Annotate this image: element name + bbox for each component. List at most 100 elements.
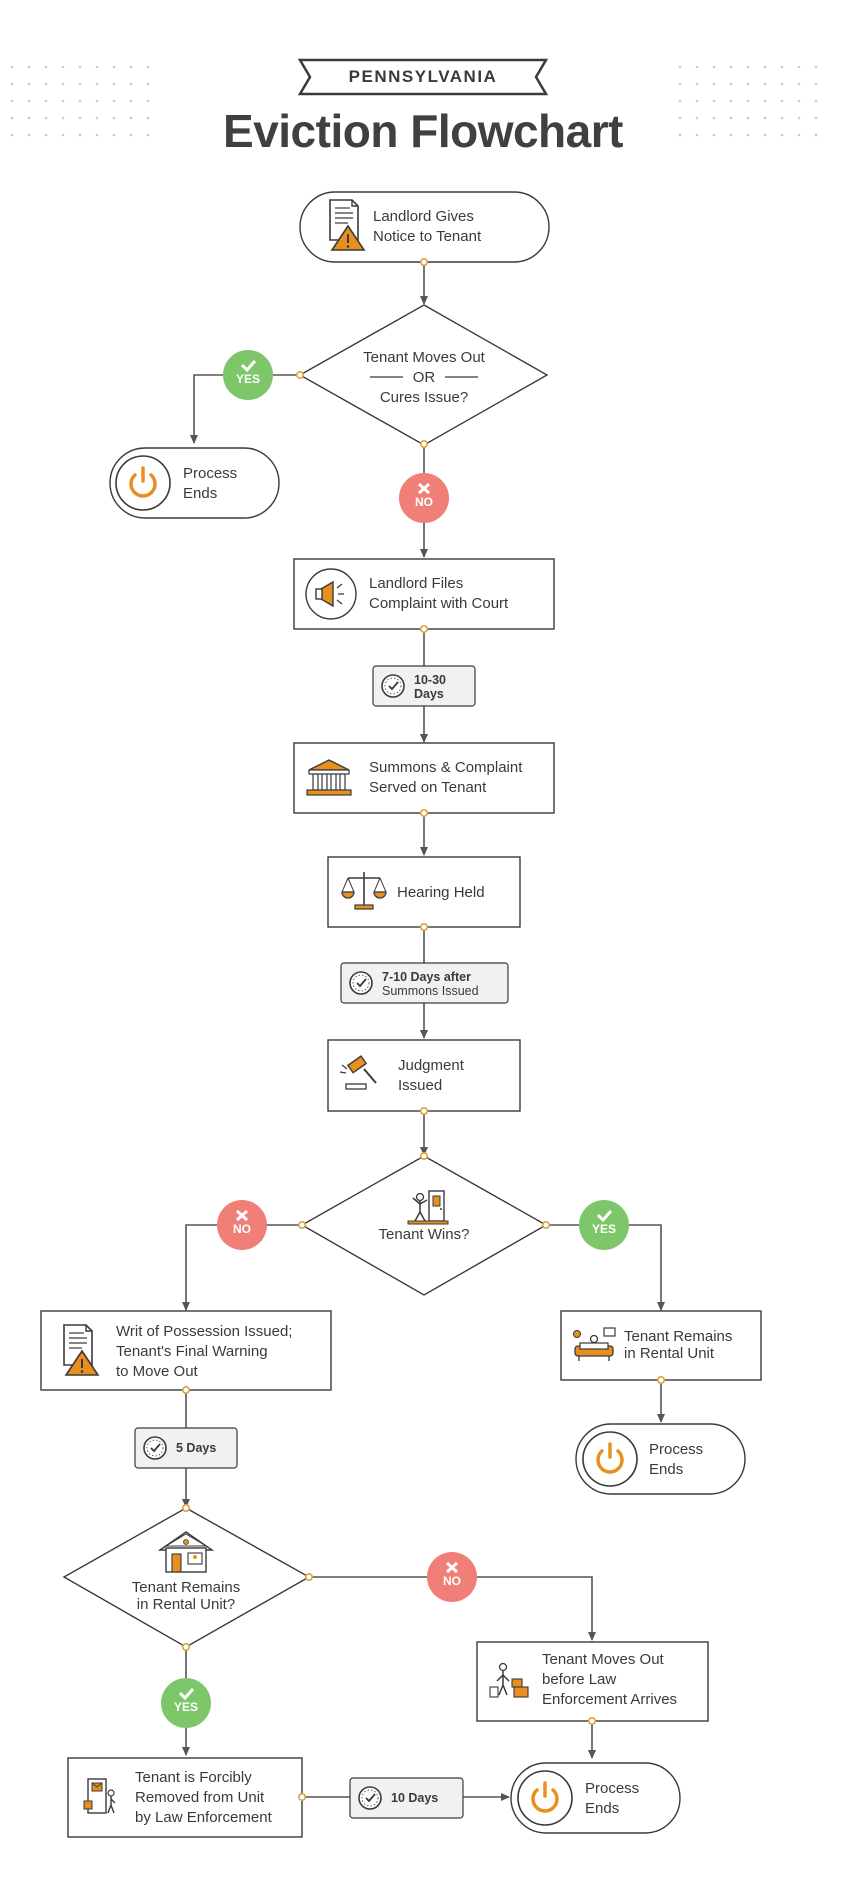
- wait-10-30-days: 10-30 Days: [372, 665, 476, 707]
- dot-pattern-left: [10, 65, 150, 137]
- decor-dot: [746, 65, 750, 69]
- node-judgment-issued: Judgment Issued: [327, 1039, 521, 1112]
- decor-dot: [678, 116, 682, 120]
- decor-dot: [797, 133, 801, 137]
- decor-dot: [746, 133, 750, 137]
- decor-dot: [146, 133, 150, 137]
- decor-dot: [44, 99, 48, 103]
- power-icon: [581, 1430, 639, 1488]
- decor-dot: [112, 133, 116, 137]
- decor-dot: [712, 116, 716, 120]
- decor-dot: [10, 133, 14, 137]
- connector-dot: [587, 1717, 596, 1726]
- decor-dot: [763, 82, 767, 86]
- page-title: Eviction Flowchart: [223, 105, 623, 157]
- decor-dot: [763, 65, 767, 69]
- connector-dot: [419, 257, 428, 266]
- decision-text: Tenant Wins?: [379, 1226, 470, 1243]
- connector-dot: [656, 1376, 665, 1385]
- wait-text: Summons Issued: [382, 984, 479, 998]
- decor-dot: [146, 82, 150, 86]
- clock-check-icon: [381, 674, 405, 698]
- decor-dot: [95, 82, 99, 86]
- decor-dot: [61, 99, 65, 103]
- person-door-envelope-icon: [83, 1778, 116, 1814]
- node-text: Ends: [649, 1461, 683, 1478]
- decor-dot: [729, 133, 733, 137]
- decor-dot: [712, 99, 716, 103]
- wait-text: 7-10 Days after: [382, 970, 471, 984]
- connector-dot: [182, 1643, 191, 1652]
- decor-dot: [146, 99, 150, 103]
- connector-dot: [419, 624, 428, 633]
- decor-dot: [678, 99, 682, 103]
- decision-tenant-moves-out: Tenant Moves Out OR Cures Issue?: [298, 304, 549, 446]
- decor-dot: [44, 133, 48, 137]
- decor-dot: [78, 116, 82, 120]
- decor-dot: [780, 82, 784, 86]
- decor-dot: [78, 99, 82, 103]
- badge-no-3: NO: [427, 1552, 477, 1602]
- decor-dot: [78, 82, 82, 86]
- decor-dot: [678, 133, 682, 137]
- connector-dot: [297, 1221, 306, 1230]
- decor-dot: [763, 133, 767, 137]
- connector-dot: [419, 1152, 428, 1161]
- house-icon: [157, 1531, 215, 1573]
- decor-dot: [10, 116, 14, 120]
- decision-text: in Rental Unit?: [137, 1596, 235, 1613]
- node-text: Enforcement Arrives: [542, 1691, 677, 1708]
- node-tenant-remains: Tenant Remains in Rental Unit: [560, 1310, 762, 1381]
- badge-no-1: NO: [399, 473, 449, 523]
- decor-dot: [678, 65, 682, 69]
- node-text: before Law: [542, 1671, 616, 1688]
- node-tenant-forcibly-removed: Tenant is Forcibly Removed from Unit by …: [67, 1757, 303, 1838]
- node-text: Process: [649, 1441, 703, 1458]
- connector-dot: [419, 439, 428, 448]
- node-text: Landlord Gives: [373, 208, 474, 225]
- node-text: Removed from Unit: [135, 1789, 265, 1806]
- decor-dot: [729, 99, 733, 103]
- connector-dots: [182, 257, 665, 1802]
- scales-icon: [341, 872, 387, 910]
- power-icon: [114, 454, 172, 512]
- decor-dot: [78, 133, 82, 137]
- badge-yes-1: YES: [223, 350, 273, 400]
- decor-dot: [695, 99, 699, 103]
- power-icon: [516, 1769, 574, 1827]
- decor-dot: [10, 82, 14, 86]
- decor-dot: [78, 65, 82, 69]
- decision-text: Cures Issue?: [380, 389, 468, 406]
- connector-dot: [419, 808, 428, 817]
- decor-dot: [746, 82, 750, 86]
- header-decoration: [10, 58, 818, 137]
- person-sofa-icon: [573, 1327, 616, 1361]
- badge-yes-2: YES: [579, 1200, 629, 1250]
- decor-dot: [95, 116, 99, 120]
- decor-dot: [112, 116, 116, 120]
- node-landlord-gives-notice: Landlord Gives Notice to Tenant: [299, 191, 550, 263]
- decor-dot: [780, 116, 784, 120]
- decor-dot: [729, 82, 733, 86]
- decor-dot: [129, 116, 133, 120]
- decision-tenant-remains: Tenant Remains in Rental Unit?: [62, 1507, 311, 1648]
- badge-no-2: NO: [217, 1200, 267, 1250]
- decor-dot: [129, 82, 133, 86]
- wait-10-days: 10 Days: [349, 1777, 464, 1819]
- decor-dot: [814, 82, 818, 86]
- gavel-icon: [339, 1055, 377, 1090]
- decor-dot: [129, 99, 133, 103]
- connector-dot: [304, 1573, 313, 1582]
- badge-yes-3: YES: [161, 1678, 211, 1728]
- node-hearing-held: Hearing Held: [327, 856, 521, 928]
- node-summons-served: Summons & Complaint Served on Tenant: [293, 742, 555, 814]
- wait-text: 10 Days: [391, 1791, 438, 1805]
- wait-5-days: 5 Days: [134, 1427, 238, 1469]
- decor-dot: [27, 116, 31, 120]
- banner-ribbon: [297, 58, 549, 96]
- decor-dot: [10, 99, 14, 103]
- decor-dot: [712, 82, 716, 86]
- decor-dot: [814, 116, 818, 120]
- connector-dot: [419, 922, 428, 931]
